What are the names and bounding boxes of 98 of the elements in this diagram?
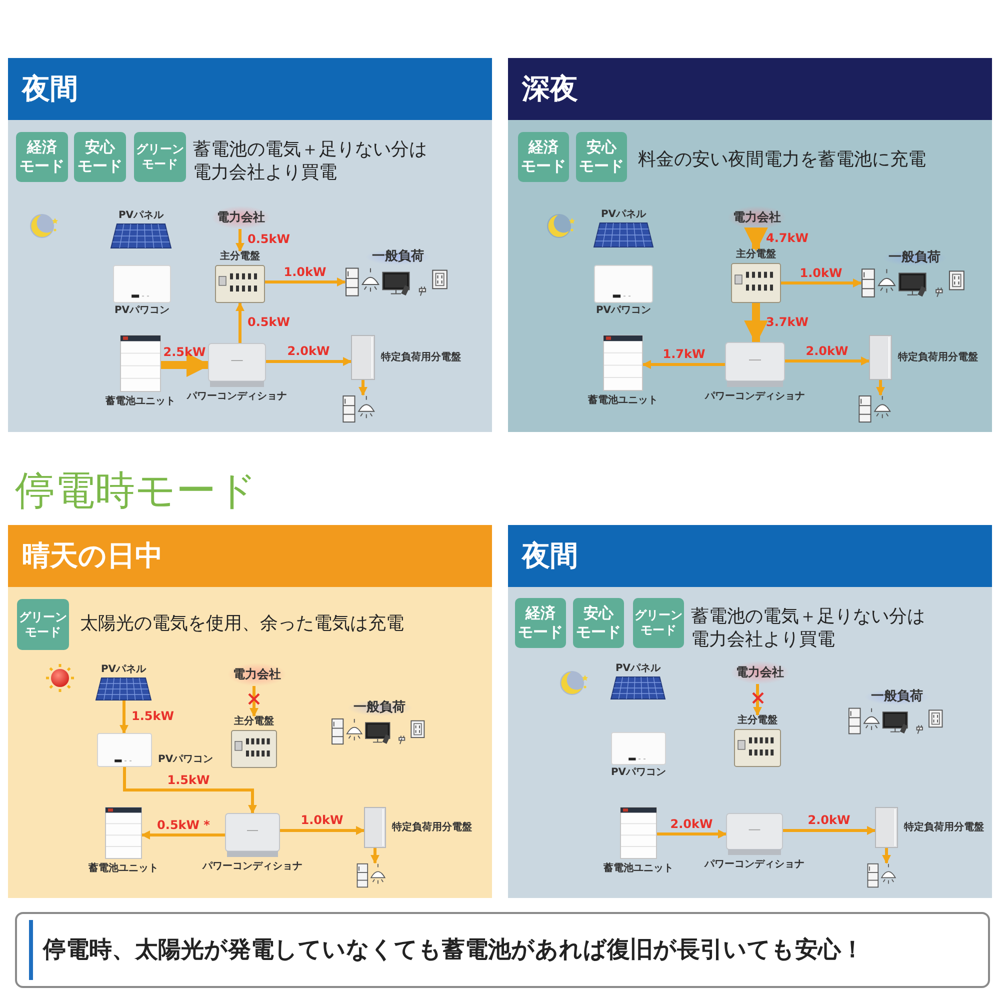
power-conditioner-drawing — [225, 813, 280, 857]
device-label: 主分電盤 — [738, 715, 778, 727]
flow-arrow — [265, 278, 346, 286]
flow-arrow — [250, 686, 258, 717]
device-label: PVパネル — [118, 210, 164, 222]
power-conditioner-drawing — [726, 813, 783, 855]
flow-arrow — [882, 848, 891, 864]
mode-badge: 安心モード — [573, 598, 624, 648]
edge-label: 1.5kW — [167, 774, 210, 786]
mode-badge: グリーンモード — [134, 132, 186, 182]
flow-arrow — [876, 380, 885, 396]
panel-header: 夜間 — [8, 58, 492, 120]
edge-label: 2.0kW — [670, 818, 713, 830]
edge-label: 0.5kW * — [157, 818, 210, 832]
note-box: 停電時、太陽光が発電していなくても蓄電池があれば復旧が長引いても安心！ — [15, 912, 990, 988]
flow-arrow — [236, 302, 244, 343]
device-label: PVパワコン — [114, 305, 170, 317]
edge-label: 1.0kW — [800, 266, 842, 280]
device-label: PVパネル — [100, 664, 146, 676]
flow-arrow — [161, 353, 210, 377]
device-label: 蓄電池ユニット — [604, 863, 674, 875]
edge-label: 1.0kW — [300, 814, 344, 827]
flow-arrow — [123, 767, 257, 814]
flow-arrow — [783, 826, 876, 835]
device-label: 特定負荷用分電盤 — [381, 350, 461, 364]
device-label: PVパネル — [615, 663, 661, 675]
battery-unit-drawing — [105, 807, 142, 859]
text-label: 電力会社 — [731, 661, 789, 684]
flow-arrow — [266, 357, 352, 366]
battery-unit-drawing — [620, 807, 657, 859]
panel-header: 夜間 — [508, 525, 992, 587]
flow-arrow — [236, 229, 244, 252]
device-label: 特定負荷用分電盤 — [904, 820, 984, 834]
power-conditioner-drawing — [208, 343, 266, 387]
device-label: 蓄電池ユニット — [588, 395, 658, 407]
flow-arrow — [744, 303, 768, 344]
device-label: パワーコンディショナ — [187, 391, 287, 403]
panel-header: 深夜 — [508, 58, 992, 120]
mode-badge: グリーンモード — [633, 598, 684, 648]
edge-label: 3.7kW — [766, 316, 808, 328]
mode-panel — [508, 525, 992, 898]
mode-description: 蓄電池の電気＋足りない分は電力会社より買電 — [691, 605, 926, 651]
device-label: パワーコンディショナ — [704, 859, 804, 871]
edge-label: 1.7kW — [662, 348, 706, 361]
mode-badge: 安心モード — [74, 132, 126, 182]
device-label: PVパネル — [600, 209, 646, 221]
edge-label: 0.5kW — [248, 316, 290, 329]
edge-label: 2.0kW — [808, 814, 850, 827]
power-conditioner-drawing — [725, 342, 785, 387]
mode-panel — [8, 525, 492, 898]
flow-arrow — [781, 278, 862, 288]
load-group-label: 一般負荷 — [348, 700, 412, 716]
device-label: PVパワコン — [158, 753, 214, 767]
device-label: PVパワコン — [596, 305, 652, 317]
device-label: 特定負荷用分電盤 — [898, 350, 978, 364]
device-label: 主分電盤 — [234, 716, 274, 728]
mode-badge: 経済モード — [16, 132, 68, 182]
device-label: PVパワコン — [610, 767, 666, 779]
device-label: パワーコンディショナ — [202, 861, 302, 873]
mode-badge: 経済モード — [515, 598, 566, 648]
device-label: 蓄電池ユニット — [106, 396, 176, 408]
flow-arrow — [370, 848, 380, 864]
mode-description: 料金の安い夜間電力を蓄電池に充電 — [638, 148, 926, 171]
device-label: パワーコンディショナ — [705, 391, 805, 403]
panel-header: 晴天の日中 — [8, 525, 492, 587]
edge-label: 2.5kW — [163, 346, 206, 359]
flow-arrow — [657, 830, 727, 838]
text-label: 電力会社 — [212, 206, 270, 229]
section-heading: 停電時モード — [15, 467, 257, 516]
device-label: 蓄電池ユニット — [88, 863, 158, 875]
flow-arrow — [642, 360, 725, 369]
device-label: 主分電盤 — [736, 249, 776, 261]
device-label: 特定負荷用分電盤 — [392, 820, 472, 834]
flow-arrow — [744, 227, 768, 252]
flow-arrow — [358, 380, 368, 396]
mode-description: 太陽光の電気を使用、余った電気は充電 — [80, 612, 404, 635]
mode-panel — [508, 58, 992, 432]
mode-badge: グリーンモード — [17, 599, 69, 650]
mode-badge: 安心モード — [576, 132, 627, 182]
flow-arrow — [785, 356, 870, 366]
mode-description: 蓄電池の電気＋足りない分は電力会社より買電 — [193, 138, 428, 184]
edge-label: 1.0kW — [284, 266, 326, 278]
flow-arrow — [120, 700, 128, 734]
mode-panel — [8, 58, 492, 432]
edge-label: 2.0kW — [287, 345, 330, 358]
flow-arrow — [280, 826, 365, 835]
battery-unit-drawing — [603, 335, 643, 391]
text-label: 電力会社 — [728, 206, 786, 229]
flow-arrow — [753, 684, 762, 716]
battery-unit-drawing — [120, 335, 161, 392]
mode-badge: 経済モード — [518, 132, 569, 182]
edge-label: 0.5kW — [248, 233, 290, 246]
flow-arrow — [141, 830, 225, 840]
edge-label: 4.7kW — [766, 232, 808, 245]
device-label: 主分電盤 — [220, 251, 260, 263]
edge-label: 2.0kW — [806, 344, 848, 358]
text-label: 電力会社 — [228, 663, 286, 686]
edge-label: 1.5kW — [132, 710, 174, 722]
